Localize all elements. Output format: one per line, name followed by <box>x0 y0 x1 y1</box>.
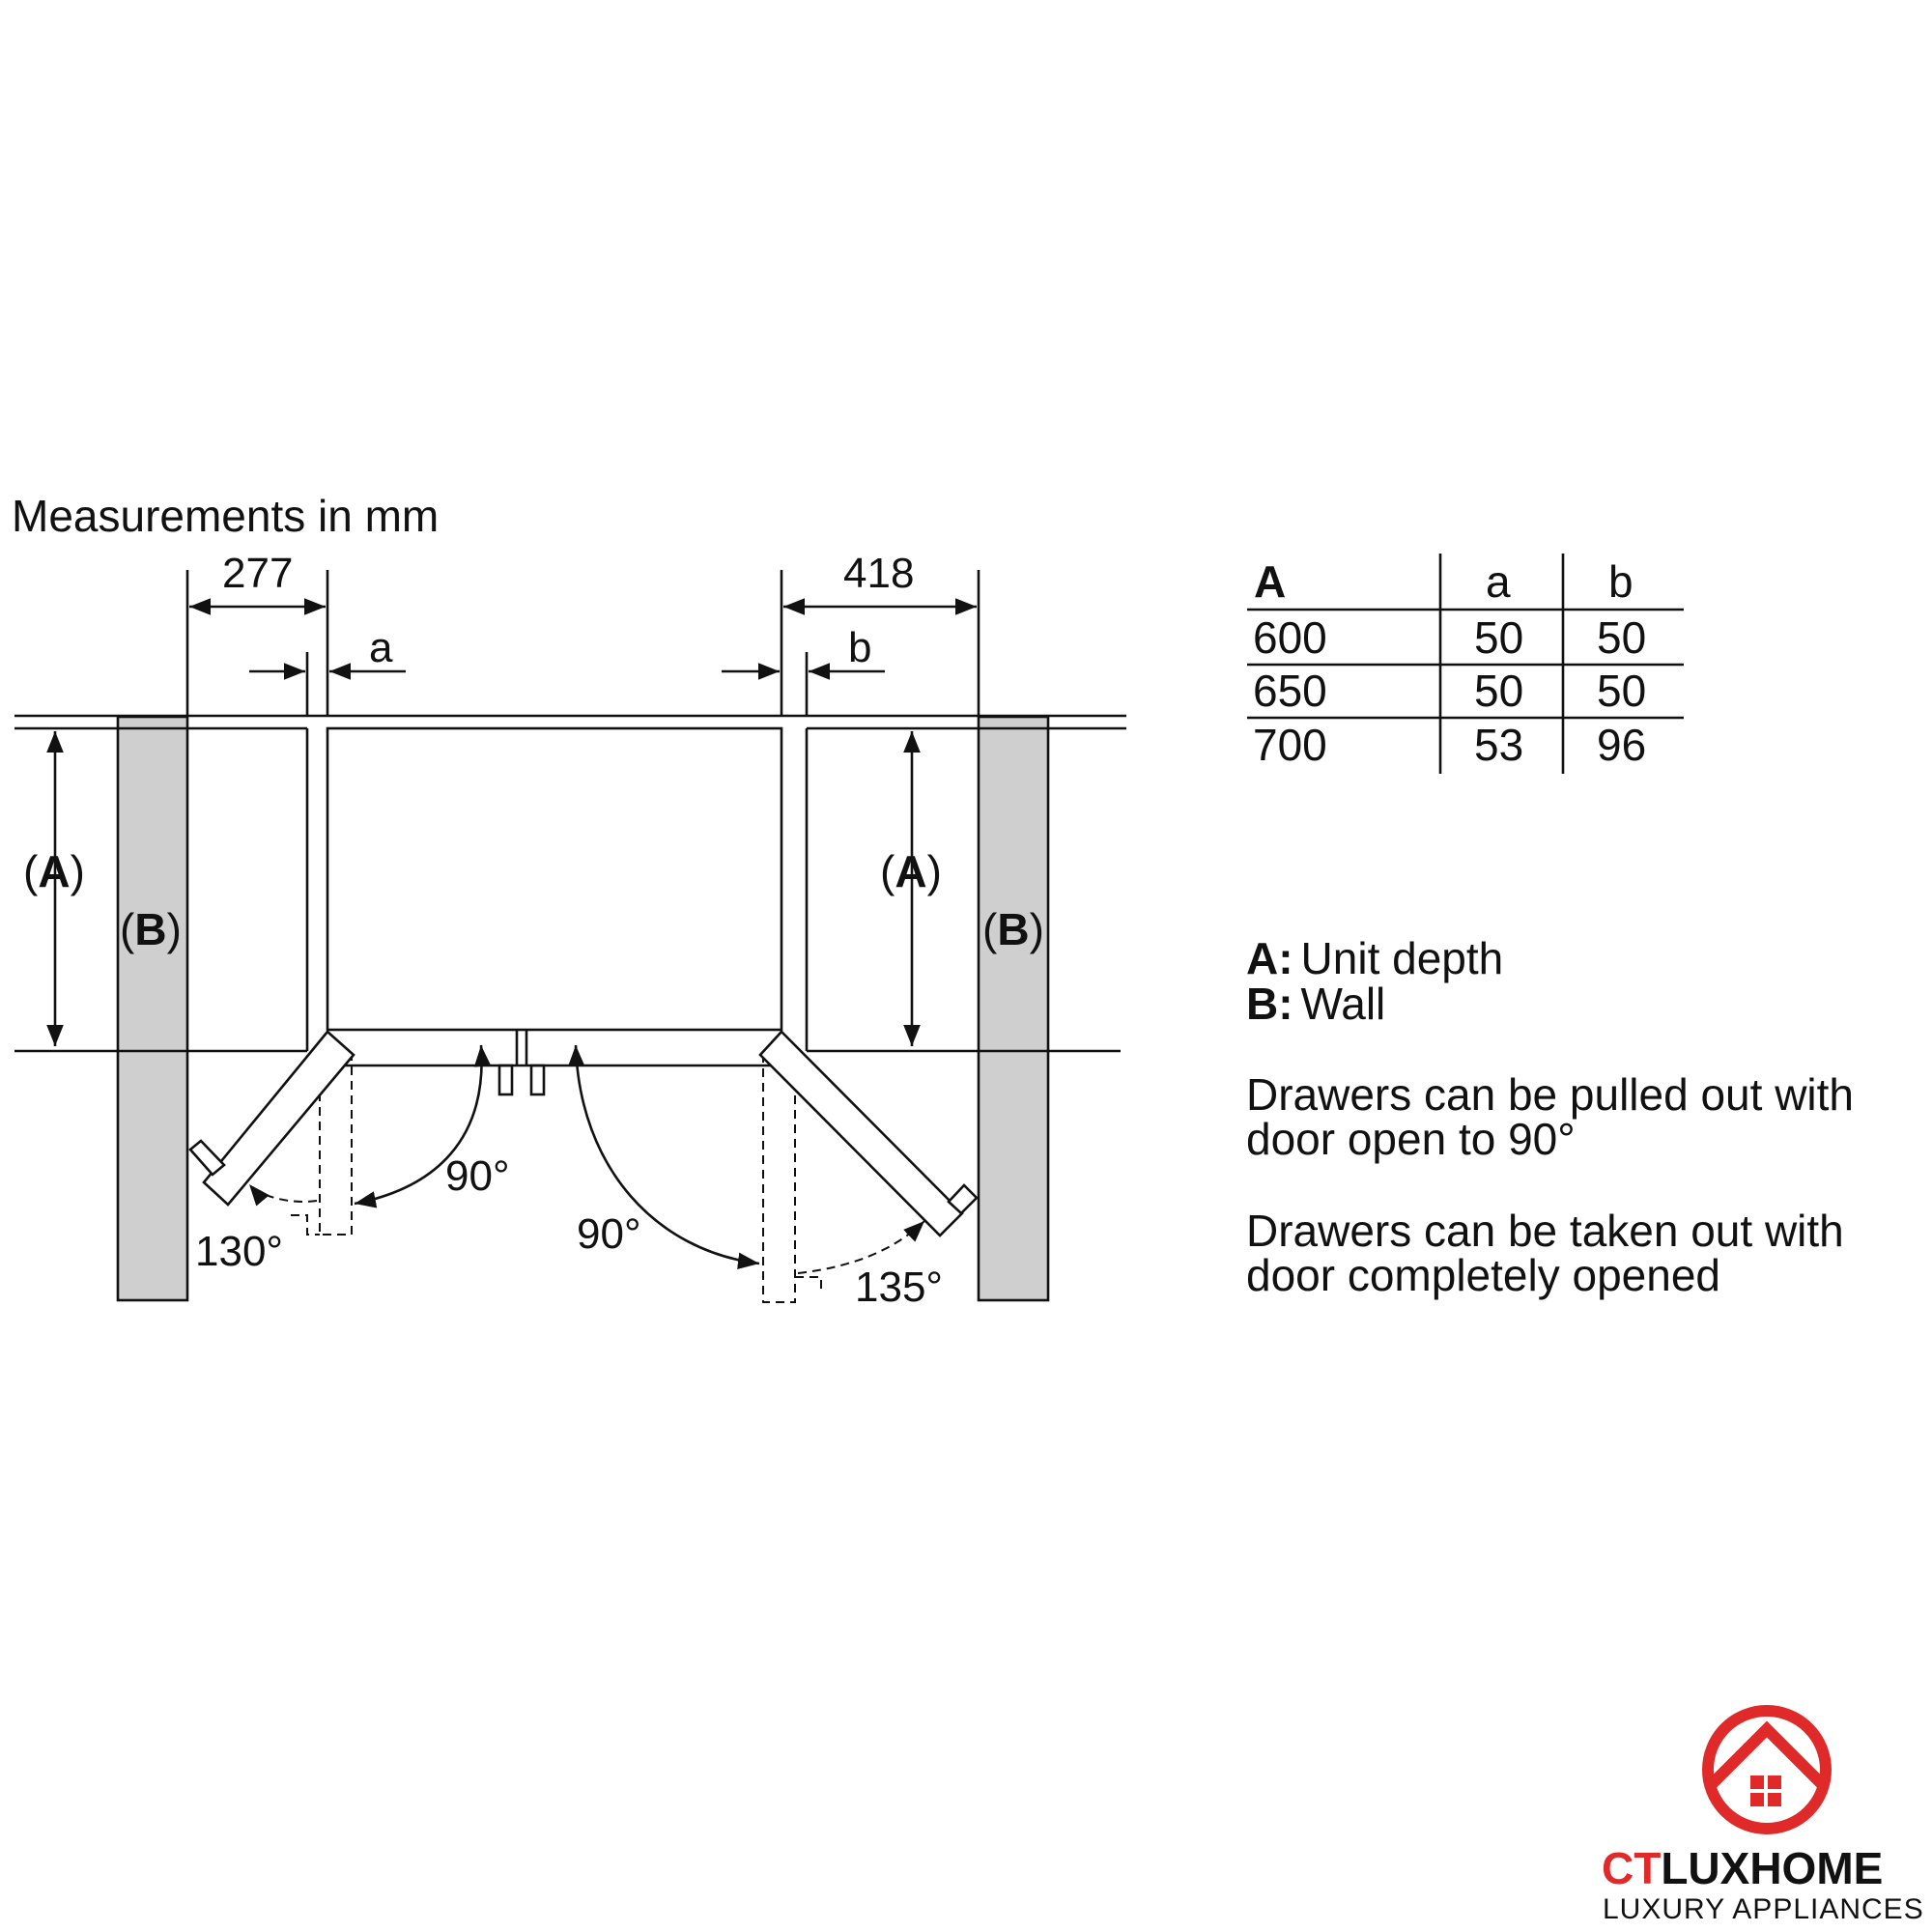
right-swing-arc-135 <box>797 1220 925 1274</box>
depth-a-right-label: (A) <box>880 846 942 896</box>
fridge-body <box>326 726 783 1032</box>
dim-418-label: 418 <box>843 550 914 597</box>
table-cell: 50 <box>1597 612 1646 663</box>
angle-right-90: 90° <box>577 1210 641 1258</box>
right-door-open <box>758 1030 964 1237</box>
table-cell: 650 <box>1253 666 1327 716</box>
right-swing-arc-90 <box>567 1044 760 1270</box>
logo-house-icon <box>1706 1720 1828 1790</box>
table-header-A: A <box>1254 556 1286 607</box>
handle-left <box>497 1064 514 1096</box>
legend-b: B:Wall <box>1246 979 1385 1029</box>
left-swing-arc-90 <box>354 1044 492 1208</box>
table-cell: 53 <box>1474 720 1523 770</box>
note-pull-out-line2: door open to 90° <box>1246 1114 1576 1164</box>
table-header-a: a <box>1486 556 1511 607</box>
angle-left-90: 90° <box>445 1152 510 1200</box>
wall-b-right-label: (B) <box>982 904 1044 954</box>
gap-b-label: b <box>848 624 871 671</box>
gap-a-label: a <box>369 624 393 671</box>
table-cell: 600 <box>1253 612 1327 663</box>
logo-window-icon <box>1750 1776 1781 1806</box>
table-cell: 96 <box>1597 720 1646 770</box>
left-swing-arc-130 <box>248 1183 318 1207</box>
logo-ring-icon <box>1702 1705 1832 1834</box>
wall-b-left-label: (B) <box>120 904 182 954</box>
note-pull-out-line1: Drawers can be pulled out with <box>1246 1069 1854 1120</box>
legend: A:Unit depth B:Wall Drawers can be pulle… <box>1246 933 1854 1300</box>
handle-right <box>529 1064 546 1096</box>
logo-tagline: LUXURY APPLIANCES <box>1603 1893 1924 1925</box>
table-cell: 700 <box>1253 720 1327 770</box>
table-cell: 50 <box>1597 666 1646 716</box>
logo-brand-name: CTLUXHOME <box>1602 1843 1883 1893</box>
dimension-table: A a b 600 50 50 650 50 50 700 53 96 <box>1247 554 1684 774</box>
right-door-90-hinge-mark <box>795 1276 822 1294</box>
note-taken-out-line1: Drawers can be taken out with <box>1246 1206 1844 1256</box>
right-door-90-outline <box>762 1054 796 1303</box>
legend-a: A:Unit depth <box>1246 933 1503 983</box>
measurements-title: Measurements in mm <box>12 491 439 541</box>
left-door-open <box>202 1030 355 1207</box>
note-taken-out-line2: door completely opened <box>1246 1250 1720 1300</box>
angle-right-135: 135° <box>855 1264 943 1311</box>
left-door-handle <box>188 1139 226 1177</box>
dim-277-label: 277 <box>222 550 293 597</box>
ct-luxhome-logo: CTLUXHOME LUXURY APPLIANCES <box>1602 1705 1924 1925</box>
right-door-handle <box>947 1183 979 1215</box>
table-header-b: b <box>1608 556 1634 607</box>
depth-a-left-label: (A) <box>23 846 85 896</box>
table-cell: 50 <box>1474 666 1523 716</box>
angle-left-130: 130° <box>195 1228 283 1275</box>
left-door-90-hinge-mark <box>291 1214 320 1236</box>
right-wall <box>977 715 1050 1302</box>
left-wall <box>116 715 189 1302</box>
table-cell: 50 <box>1474 612 1523 663</box>
